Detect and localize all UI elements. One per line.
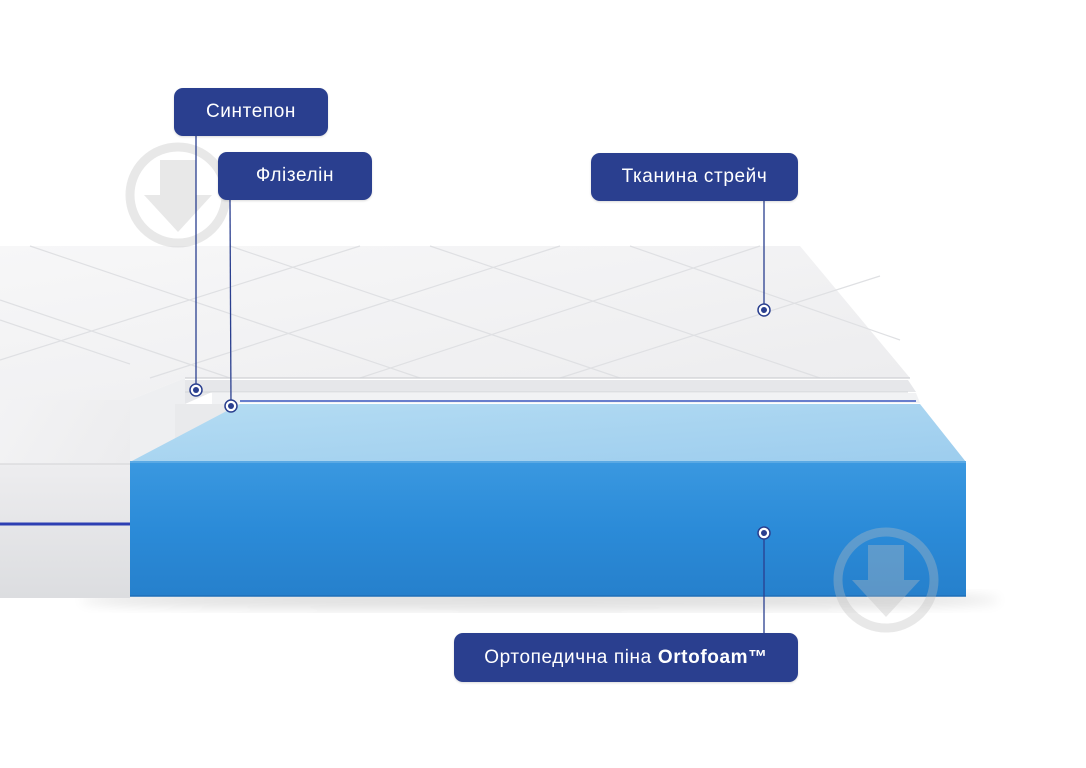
- label-tkanyna-text: Тканина стрейч: [621, 166, 768, 187]
- label-sintepon: Синтепон: [174, 88, 328, 136]
- leader-flizelin: [229, 199, 232, 407]
- anchor-tkanyna: [757, 303, 771, 317]
- label-flizelin: Флізелін: [218, 152, 372, 200]
- anchor-foam: [757, 526, 771, 540]
- down-arrow-circle-icon: [125, 142, 231, 248]
- sintepon-layer: [185, 380, 916, 404]
- leader-lines: [195, 136, 765, 634]
- label-foam-brand: Ortofoam™: [657, 646, 768, 668]
- anchor-flizelin: [224, 399, 238, 413]
- label-foam-prefix: Ортопедична піна: [484, 646, 652, 668]
- label-flizelin-text: Флізелін: [255, 165, 335, 186]
- label-foam: Ортопедична піна Ortofoam™: [454, 633, 798, 682]
- label-sintepon-text: Синтепон: [205, 101, 297, 122]
- anchor-points: [189, 303, 771, 540]
- label-tkanyna: Тканина стрейч: [591, 153, 798, 201]
- anchor-sintepon: [189, 383, 203, 397]
- ortofoam-block: [130, 404, 966, 597]
- down-arrow-circle-icon: [833, 527, 939, 633]
